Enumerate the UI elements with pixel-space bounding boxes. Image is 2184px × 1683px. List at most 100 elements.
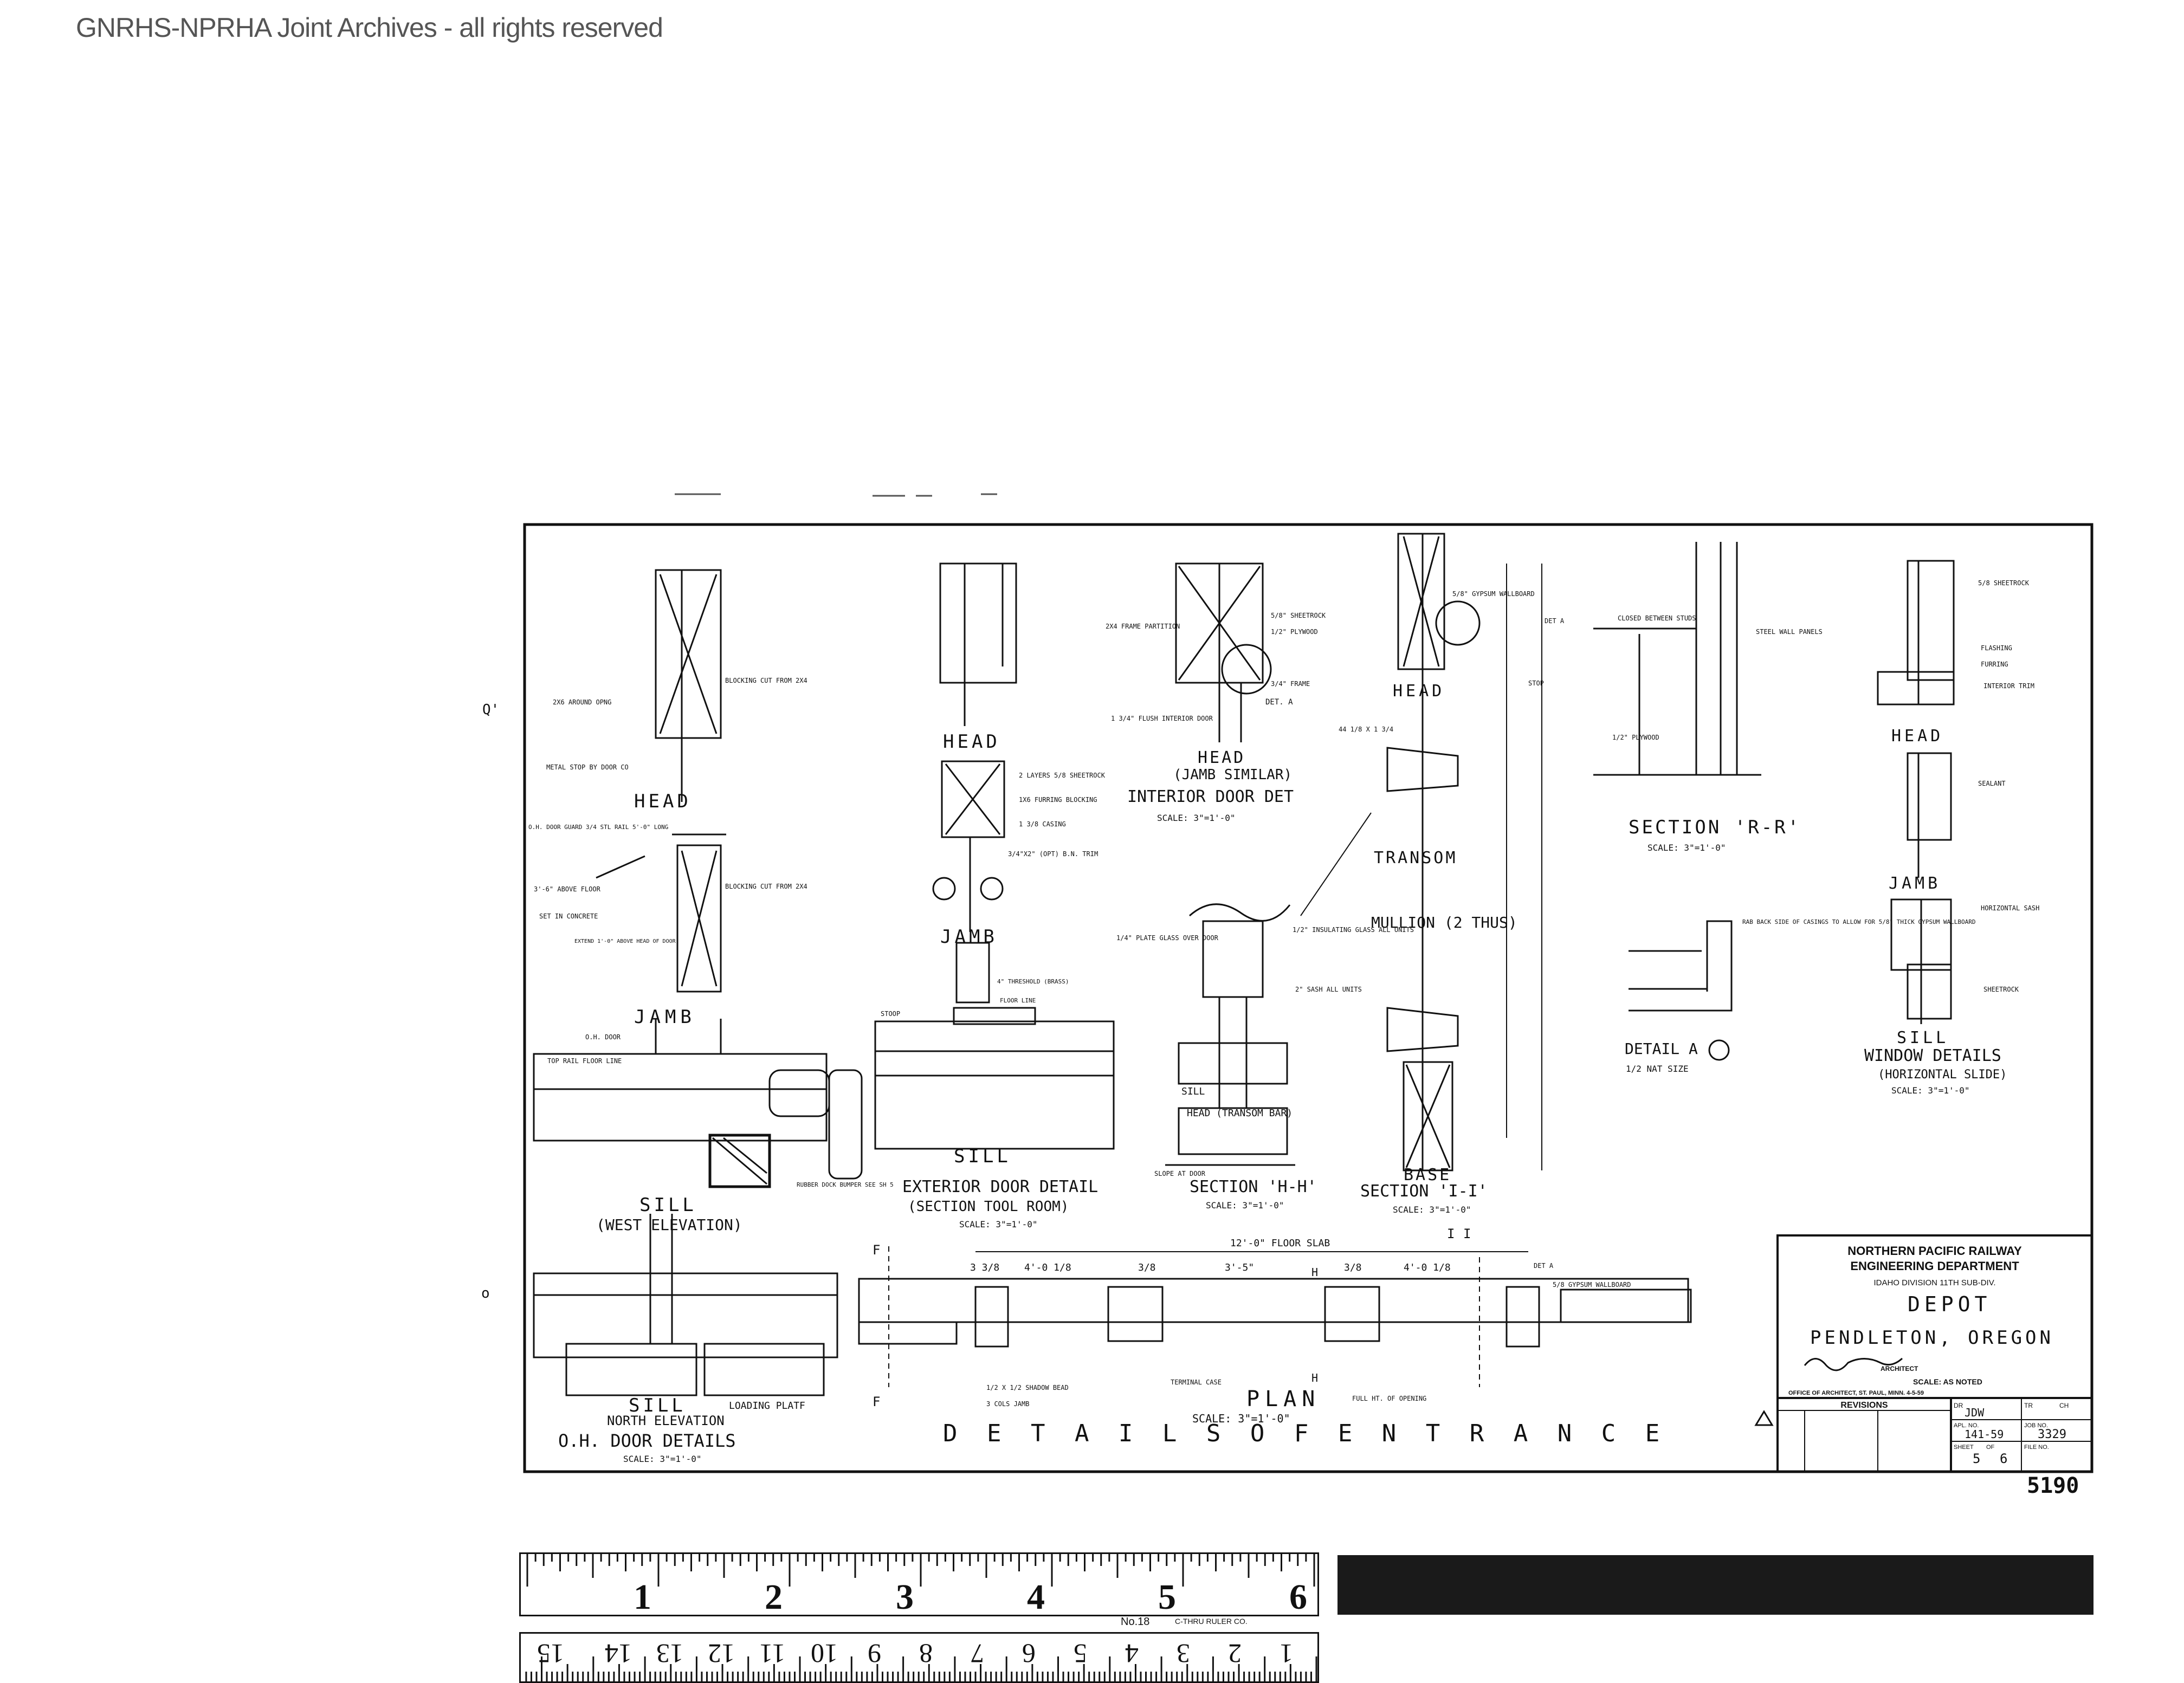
interior-door-details <box>1175 562 1272 742</box>
ruler-cm-number: 3 <box>1177 1639 1190 1669</box>
plan-title: PLAN <box>1246 1387 1320 1412</box>
ii-label: BASE <box>1404 1166 1451 1184</box>
int-title: INTERIOR DOOR DET <box>1127 787 1294 806</box>
win-sill-label: SILL <box>1897 1028 1949 1047</box>
detail-a-title: DETAIL A <box>1625 1040 1698 1058</box>
hh-note: 1/2" INSULATING GLASS ALL UNITS <box>1293 926 1414 934</box>
ruler-cm-number: 5 <box>1074 1639 1087 1669</box>
tb-job-val: 3329 <box>2038 1428 2066 1441</box>
oh-loading-platf: LOADING PLATF <box>729 1400 805 1412</box>
int-note: 1/2" PLYWOOD <box>1271 628 1318 636</box>
plan-section-mark: F <box>873 1394 880 1409</box>
ii-note: 5/8" GYPSUM WALLBOARD <box>1452 590 1535 598</box>
plan-note: 1/2 X 1/2 SHADOW BEAD <box>986 1384 1069 1391</box>
title-block <box>1776 1234 2093 1473</box>
win-note: 5/8 SHEETROCK <box>1978 579 2030 587</box>
int-note: DET. A <box>1265 698 1293 707</box>
tb-location: PENDLETON, OREGON <box>1810 1327 2054 1349</box>
ext-jamb-label: JAMB <box>940 926 998 948</box>
interior-door-text: HEAD (JAMB SIMILAR) INTERIOR DOOR DET SC… <box>1106 612 1326 823</box>
plan-section-mark: H <box>1311 1371 1318 1384</box>
rr-title: SECTION 'R-R' <box>1629 817 1801 838</box>
ii-note: DET A <box>1545 617 1565 625</box>
int-note: 3/4" FRAME <box>1271 680 1310 688</box>
tb-of-val: 6 <box>2000 1451 2007 1466</box>
tb-office: OFFICE OF ARCHITECT, ST. PAUL, MINN. 4-5… <box>1788 1390 1924 1396</box>
ii-label: HEAD <box>1393 682 1445 701</box>
ext-sub: (SECTION TOOL ROOM) <box>908 1199 1069 1215</box>
hh-note: 1/4" PLATE GLASS OVER DOOR <box>1116 934 1219 942</box>
tb-building: DEPOT <box>1908 1292 1991 1316</box>
plan-dim: 4'-0 1/8 <box>1024 1262 1071 1273</box>
win-note: FLASHING <box>1981 644 2012 652</box>
oh-note: O.H. DOOR GUARD 3/4 STL RAIL 5'-0" LONG <box>528 824 668 831</box>
oh-note: 2X6 AROUND OPNG <box>553 698 611 706</box>
oh-sill-sub: (WEST ELEVATION) <box>596 1216 742 1234</box>
ruler-cm-number: 11 <box>759 1639 786 1669</box>
oh-note: METAL STOP BY DOOR CO <box>546 763 629 771</box>
ext-note: 3/4"X2" (OPT) B.N. TRIM <box>1008 850 1098 858</box>
ext-title: EXTERIOR DOOR DETAIL <box>902 1177 1098 1196</box>
rr-scale: SCALE: 3"=1'-0" <box>1647 843 1726 853</box>
int-note: 1 3/4" FLUSH INTERIOR DOOR <box>1111 715 1213 722</box>
oh-note: O.H. DOOR <box>585 1033 621 1041</box>
ext-note: FLOOR LINE <box>1000 997 1036 1004</box>
sheet-border <box>523 523 2093 1473</box>
hh-scale: SCALE: 3"=1'-0" <box>1206 1200 1284 1211</box>
section-hh-drawing <box>1165 903 1295 1166</box>
architect-signature <box>1804 1357 1903 1371</box>
plan-dim: 3/8 <box>1344 1262 1362 1273</box>
oh-head-label: HEAD <box>634 791 692 812</box>
ruler-number: 6 <box>1289 1577 1307 1617</box>
rr-note: 1/2" PLYWOOD <box>1612 734 1659 741</box>
faint-marks <box>675 493 997 497</box>
ext-head-label: HEAD <box>943 731 1000 753</box>
win-sub: (HORIZONTAL SLIDE) <box>1878 1068 2007 1082</box>
oh-note: TOP RAIL FLOOR LINE <box>547 1057 622 1065</box>
int-scale: SCALE: 3"=1'-0" <box>1157 813 1236 823</box>
detail-a-drawing <box>1629 920 1733 1061</box>
overall-title: D E T A I L S O F E N T R A N C E <box>943 1420 1667 1447</box>
plan-dim: 3/8 <box>1138 1262 1156 1273</box>
win-note: HORIZONTAL SASH <box>1981 904 2039 912</box>
tb-revisions-label: REVISIONS <box>1840 1401 1888 1410</box>
ii-scale: SCALE: 3"=1'-0" <box>1393 1205 1471 1215</box>
margin-mark-lower: o <box>481 1285 490 1302</box>
section-hh-text: HEAD (TRANSOM BAR) SILL SECTION 'H-H' SC… <box>1116 926 1414 1211</box>
oh-door-text: HEAD JAMB SILL (WEST ELEVATION) SILL LOA… <box>528 677 894 1464</box>
ext-note: 4" THRESHOLD (BRASS) <box>997 978 1069 985</box>
ruler-cm-number: 2 <box>1228 1639 1242 1669</box>
tb-dr: DR <box>1954 1402 1963 1409</box>
ruler-brand: C-THRU RULER CO. <box>1175 1617 1248 1626</box>
tb-job-no: JOB NO. <box>2024 1422 2048 1429</box>
oh-north-elev: NORTH ELEVATION <box>607 1413 725 1428</box>
plan-dim: 3'-5" <box>1225 1262 1254 1273</box>
plan-drawing <box>858 1246 1692 1387</box>
hh-title: SECTION 'H-H' <box>1190 1177 1317 1196</box>
win-head-label: HEAD <box>1891 727 1943 746</box>
rr-note: STEEL WALL PANELS <box>1756 628 1823 636</box>
scan-target-strip <box>1337 1555 2093 1615</box>
tb-company: NORTHERN PACIFIC RAILWAY <box>1847 1244 2022 1258</box>
plan-dim: 4'-0 1/8 <box>1404 1262 1451 1273</box>
tb-architect-label: ARCHITECT <box>1881 1365 1918 1373</box>
ruler-number: 2 <box>765 1577 783 1617</box>
title-block-text: NORTHERN PACIFIC RAILWAY ENGINEERING DEP… <box>1788 1244 2069 1466</box>
ruler-cm-number: 15 <box>537 1639 564 1669</box>
ruler-inches: 1 2 3 4 5 6 <box>519 1552 1319 1617</box>
section-ii-text: HEAD TRANSOM MULLION (2 THUS) BASE SECTI… <box>1339 590 1565 1215</box>
sheet-number-handwritten: 5190 <box>2027 1473 2079 1498</box>
plan-section-mark: I <box>1447 1226 1455 1241</box>
ii-label: MULLION (2 THUS) <box>1371 914 1517 931</box>
ii-title: SECTION 'I-I' <box>1360 1182 1488 1201</box>
window-details-drawing <box>1877 560 1955 1024</box>
ruler-cm-number: 1 <box>1280 1639 1293 1669</box>
tb-file-no: FILE NO. <box>2024 1444 2049 1451</box>
int-note: 5/8" SHEETROCK <box>1271 612 1326 619</box>
ruler-cm-number: 6 <box>1022 1639 1036 1669</box>
oh-note: RUBBER DOCK BUMPER SEE SH 5 <box>797 1181 894 1188</box>
win-scale: SCALE: 3"=1'-0" <box>1891 1085 1970 1096</box>
tb-scale: SCALE: AS NOTED <box>1913 1377 1982 1386</box>
ruler-number: 4 <box>1027 1577 1045 1617</box>
rr-note: CLOSED BETWEEN STUDS <box>1618 614 1696 622</box>
